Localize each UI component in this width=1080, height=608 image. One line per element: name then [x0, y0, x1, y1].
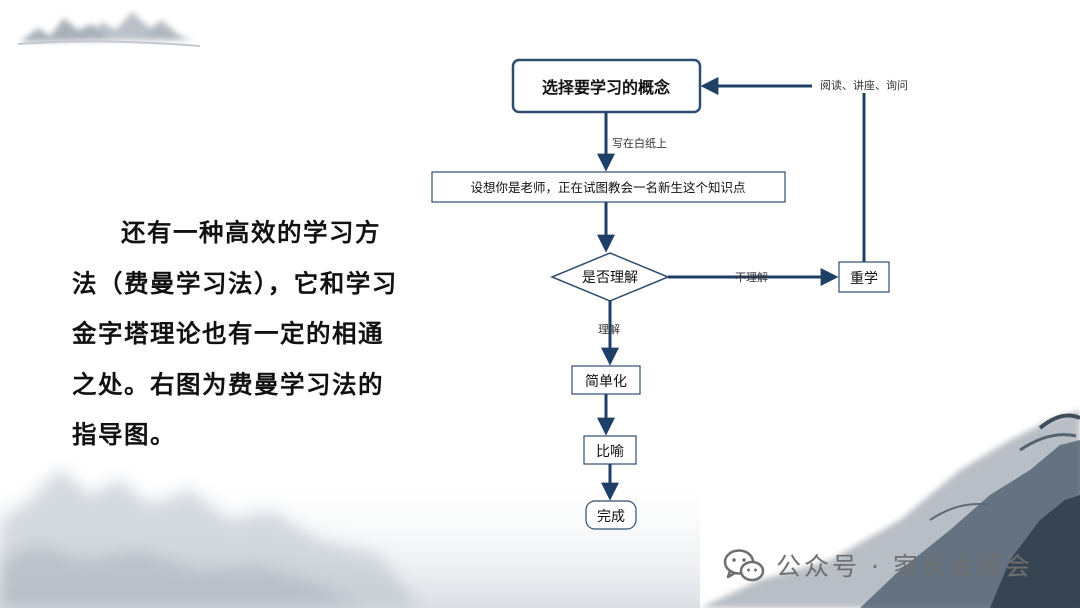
node-relearn-label: 重学	[850, 271, 878, 287]
node-analogy-label: 比喻	[596, 444, 624, 460]
node-understand-decision: 是否理解	[550, 252, 670, 302]
node-simplify-label: 简单化	[585, 373, 627, 390]
node-done: 完成	[585, 500, 637, 530]
node-imagine-teacher: 设想你是老师，正在试图教会一名新生这个知识点	[431, 171, 786, 203]
node-done-label: 完成	[597, 509, 625, 525]
node-imagine-teacher-label: 设想你是老师，正在试图教会一名新生这个知识点	[470, 180, 745, 195]
edge-label-not-understood: 不理解	[735, 270, 768, 284]
node-analogy: 比喻	[583, 435, 637, 465]
body-paragraph: 还有一种高效的学习方法（费曼学习法），它和学习金字塔理论也有一定的相通之处。右图…	[72, 218, 398, 449]
wechat-icon	[723, 549, 765, 582]
node-choose-concept-label: 选择要学习的概念	[542, 78, 671, 97]
node-relearn: 重学	[838, 261, 890, 293]
top-left-mountains	[20, 12, 195, 42]
watermark: 公众号 · 家长会班会	[722, 545, 1033, 585]
edge-label-feedback: 阅读、讲座、询问	[820, 78, 908, 92]
edge-label-understood: 理解	[598, 322, 620, 336]
node-simplify: 简单化	[571, 365, 641, 395]
node-understand-label: 是否理解	[582, 270, 638, 286]
node-choose-concept: 选择要学习的概念	[511, 58, 702, 114]
edge-label-write: 写在白纸上	[612, 136, 667, 150]
watermark-text: 公众号 · 家长会班会	[776, 552, 1033, 581]
bottom-right-waves	[700, 410, 1080, 608]
